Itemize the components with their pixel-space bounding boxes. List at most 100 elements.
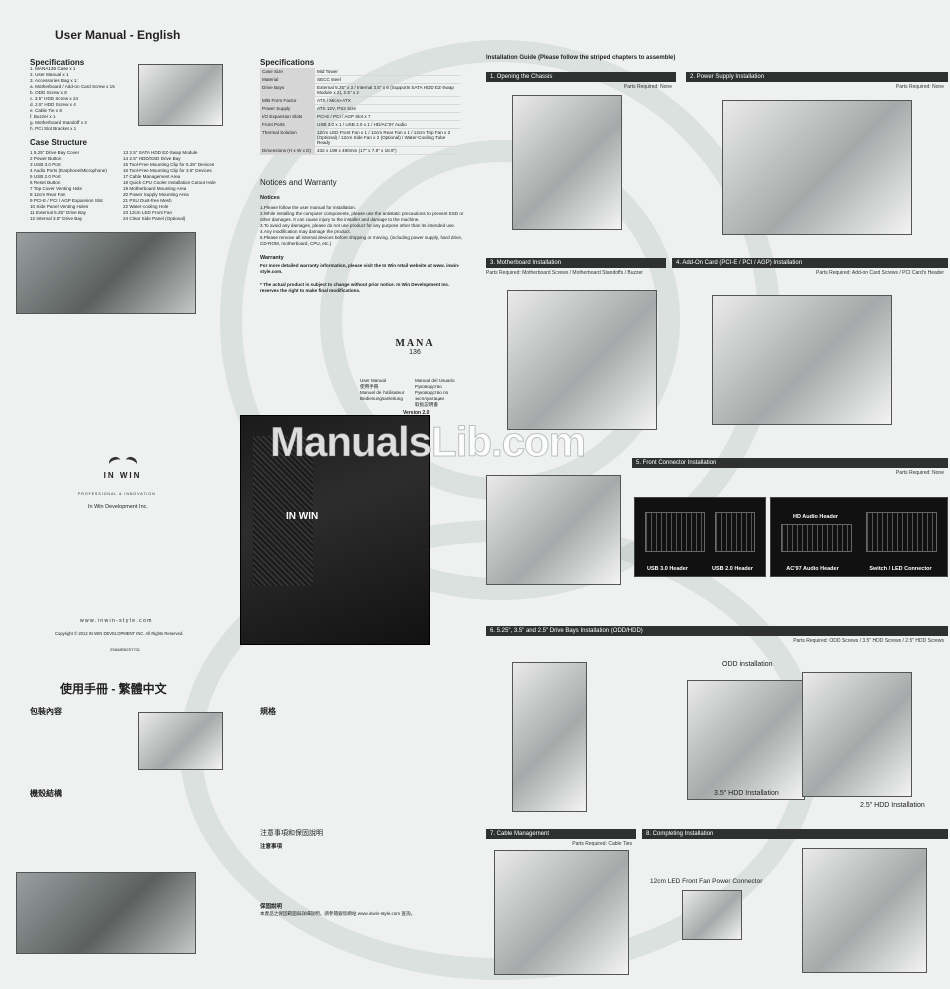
list-item: 2 Power Button [30,156,62,161]
list-item: Руководство [415,384,442,389]
step-8-image-case [802,848,927,973]
list-item: c. 3.5" HDD Screw x 24 [30,96,79,101]
list-item: 1 5.25" Drive Bay Cover [30,150,80,155]
list-item: a. Motherboard / Add-on Card Screw x 15 [30,84,115,89]
connector-panel-audio: HD Audio Header AC'97 Audio Header Switc… [770,497,948,577]
audio-pins [781,524,852,552]
spec-value: Mid Tower [315,68,460,76]
hd-audio-label: HD Audio Header [793,514,839,520]
list-item: 使用手冊 [360,384,379,389]
list-item: 5 USB 2.0 Port [30,174,61,179]
step-7-header: 7. Cable Management [486,829,636,839]
spec-label: Material [260,75,315,84]
step-2-image [722,100,912,235]
guide-title: Installation Guide (Please follow the st… [486,55,676,61]
spec-value: SECC steel [315,75,460,84]
hdd35-label: 3.5" HDD Installation [714,790,779,797]
ac97-header-label: AC'97 Audio Header [786,566,839,572]
tc-structure-heading: 機殼結構 [30,789,62,798]
spec-label: M/B Form Factor [260,96,315,105]
usb2-pins [715,512,755,552]
list-item: d. 2.5" HDD Screw x 4 [30,102,76,107]
step-1-parts: Parts Required: None [623,84,672,90]
disclaimer: * The actual product is subject to chang… [260,282,450,293]
step-5-header: 5. Front Connector Installation [632,458,948,468]
step-6-parts: Parts Required: ODD Screws / 3.5" HDD Sc… [793,638,944,644]
step-6-image-odd [687,680,805,800]
step-3-image [507,290,657,430]
list-item: 2.While installing the computer componen… [260,211,464,222]
spec-value: ATX 12V, PS2 Size [315,104,460,113]
odd-label: ODD installation [722,661,773,668]
spec-value: ATX / Micro-ATX [315,96,460,105]
list-item: 11 External 5.25" Drive Bay [30,210,86,215]
spec-label: Dimensions (H x W x D) [260,146,315,155]
step-5-parts: Parts Required: None [895,470,944,476]
connector-panel-usb: USB 3.0 Header USB 2.0 Header [634,497,766,577]
warranty-sub: Warranty [260,255,284,261]
list-item: Manuel de l'utilisateur [360,390,405,395]
doc-code: 2SAMEB2S7701 [110,647,141,652]
tc-warranty-text: 本產品之保固範圍與詳細說明，請參閱銀欣網站 www.inwin-style.co… [260,911,416,916]
company-name: In Win Development Inc. [88,504,148,510]
list-item: 19 Motherboard Mounting Area [123,186,187,191]
brand-name: IN WIN [103,471,142,480]
list-item: f. Buzzer x 1 [30,114,56,119]
list-item: 9 PCI-E / PCI / AGP Expansion Slot [30,198,103,203]
list-item: h. PCI Slot Bracket x 1 [30,126,77,131]
step-4-image [712,295,892,425]
notices-sub: Notices [260,195,280,201]
step-8-image-connector [682,890,742,940]
step-3-header: 3. Motherboard Installation [486,258,666,268]
installation-column: Installation Guide (Please follow the st… [482,0,950,989]
spec-value: PCI-E / PCI / AGP Slot x 7 [315,112,460,121]
specs-heading: Specifications [260,58,315,67]
table-row: Dimensions (H x W x D)432 x 198 x 480mm … [260,146,460,155]
product-number: 136 [409,349,421,356]
switch-led-label: Switch / LED Connector [869,566,932,572]
tc-specs-heading: 規格 [260,707,276,716]
list-item: g. Motherboard Standoff x 3 [30,120,87,125]
spec-label: Front Ports [260,120,315,129]
step-6-image-hdd25 [802,672,912,797]
case-brand: IN WIN [286,511,319,522]
accessories-image [138,64,223,126]
step-2-header: 2. Power Supply Installation [686,72,948,82]
list-item: 20 Power Supply Mounting Area [123,192,189,197]
spec-label: Power Supply [260,104,315,113]
switch-pins [866,512,937,552]
step-6-image-drive [512,662,587,812]
inwin-logo-icon [109,455,137,469]
list-item: 12 Internal 3.5" Drive Bay [30,216,83,221]
front-grille [253,436,313,586]
list-item: 7 Top Cover Venting Hole [30,186,83,191]
step-7-parts: Parts Required: Cable Ties [572,841,632,847]
list-item: 5.Please remove all internal devices bef… [260,235,463,246]
spec-value: 12cm LED Front Fan x 1 / 12cm Rear Fan x… [315,128,460,147]
step-4-header: 4. Add-On Card (PCI-E / PCI / AGP) Insta… [672,258,948,268]
case-structure-image [16,232,196,314]
list-item: 23 12cm LED Front Fan [123,210,173,215]
tc-warranty-sub: 保固說明 [260,904,283,910]
list-item: 8 12cm Rear Fan [30,192,66,197]
version: Version 2.0 [403,410,430,416]
specifications-heading: Specifications [30,58,85,67]
website: w w w . i n w i n - s t y l e . c o m [80,618,152,624]
list-item: 15 Tool-Free Mounting Clip for 5.25" Dev… [123,162,215,167]
notices-heading: Notices and Warranty [260,178,337,187]
list-item: 10 Side Panel Venting Holes [30,204,89,209]
usb3-pins [645,512,705,552]
warranty-text: For more detailed warranty information, … [260,263,460,274]
hdd25-label: 2.5" HDD Installation [860,802,925,809]
step-7-image [494,850,629,975]
list-item: User Manual [360,378,387,383]
